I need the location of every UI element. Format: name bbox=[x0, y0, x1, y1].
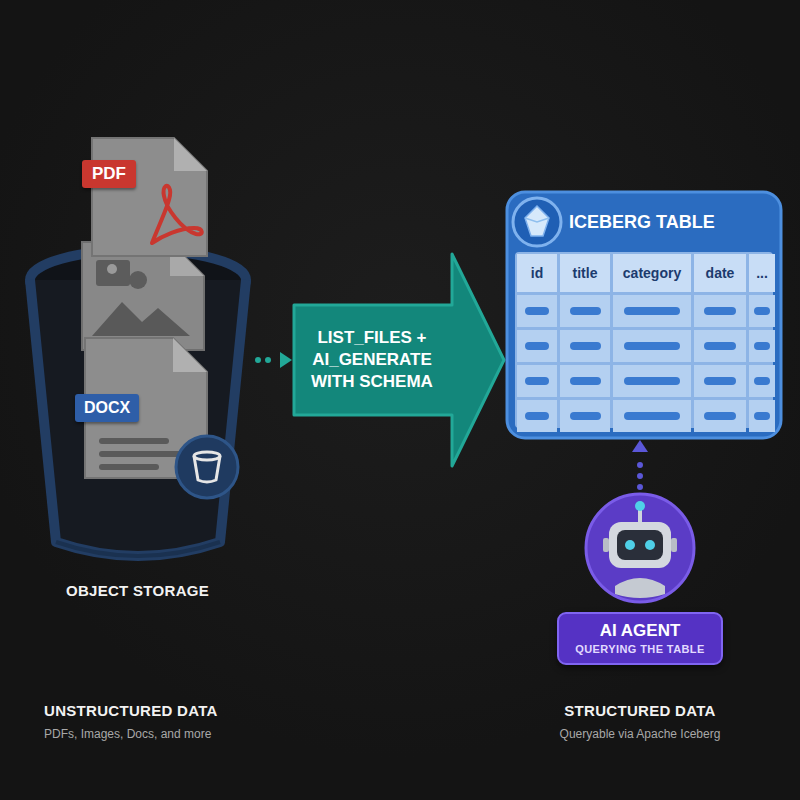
table-cell bbox=[517, 295, 557, 327]
table-header-cell: category bbox=[613, 254, 691, 292]
table-card: ICEBERG TABLE id title category date... bbox=[505, 190, 783, 440]
placeholder-bar bbox=[624, 342, 680, 350]
placeholder-bar bbox=[570, 342, 601, 350]
file-icon: PDF bbox=[82, 138, 207, 256]
table-cell bbox=[694, 330, 746, 362]
node-text: LIST_FILES + AI_GENERATE WITH SCHEMA bbox=[296, 305, 448, 415]
table-header-text: category bbox=[623, 265, 681, 281]
table-cell bbox=[613, 365, 691, 397]
section-heading: UNSTRUCTURED DATA bbox=[44, 702, 218, 719]
table-cell bbox=[517, 330, 557, 362]
agent-card: AI AGENT QUERYING THE TABLE bbox=[555, 490, 725, 667]
table-header-cell: date bbox=[694, 254, 746, 292]
table-cell bbox=[613, 330, 691, 362]
placeholder-bar bbox=[754, 377, 770, 385]
placeholder-bar bbox=[525, 307, 550, 315]
placeholder-bar bbox=[624, 377, 680, 385]
table-header-cell: id bbox=[517, 254, 557, 292]
placeholder-bar bbox=[754, 307, 770, 315]
table-cell bbox=[749, 295, 775, 327]
placeholder-bar bbox=[525, 377, 550, 385]
table-cell bbox=[694, 365, 746, 397]
table-cell bbox=[560, 330, 610, 362]
placeholder-bar bbox=[704, 377, 736, 385]
node-text: PDF bbox=[82, 160, 136, 188]
node-text: OBJECT STORAGE bbox=[20, 582, 255, 599]
section-caption: PDFs, Images, Docs, and more bbox=[44, 727, 211, 741]
table-cell bbox=[560, 365, 610, 397]
pdf-file-icon bbox=[82, 138, 207, 256]
placeholder-bar bbox=[624, 412, 680, 420]
table-cell bbox=[517, 400, 557, 432]
node-text: AI AGENT bbox=[575, 621, 704, 641]
section-caption: Queryable via Apache Iceberg bbox=[520, 727, 760, 741]
placeholder-bar bbox=[570, 412, 601, 420]
placeholder-bar bbox=[525, 342, 550, 350]
table-header-text: id bbox=[531, 265, 543, 281]
table-cell bbox=[613, 400, 691, 432]
placeholder-bar bbox=[570, 307, 601, 315]
table-cell bbox=[613, 295, 691, 327]
table-header-cell: title bbox=[560, 254, 610, 292]
table-cell bbox=[749, 365, 775, 397]
table-header-text: date bbox=[706, 265, 735, 281]
node-text: DOCX bbox=[75, 394, 139, 422]
dotted-connector bbox=[258, 352, 292, 368]
placeholder-bar bbox=[704, 307, 736, 315]
node-text: ICEBERG TABLE bbox=[569, 212, 715, 233]
data-table: id title category date... bbox=[515, 252, 773, 428]
table-cell bbox=[749, 400, 775, 432]
placeholder-bar bbox=[754, 412, 770, 420]
storage-bucket: OBJECT STORAGE PDF DOCX bbox=[20, 130, 255, 600]
section-heading: STRUCTURED DATA bbox=[520, 702, 760, 719]
table-header-text: title bbox=[573, 265, 598, 281]
robot-icon bbox=[575, 490, 705, 608]
placeholder-bar bbox=[624, 307, 680, 315]
storage-badge bbox=[172, 432, 242, 502]
agent-label-box: AI AGENT QUERYING THE TABLE bbox=[557, 612, 722, 665]
table-cell bbox=[560, 400, 610, 432]
placeholder-bar bbox=[704, 412, 736, 420]
placeholder-bar bbox=[704, 342, 736, 350]
placeholder-bar bbox=[525, 412, 550, 420]
node-text: QUERYING THE TABLE bbox=[575, 643, 704, 655]
table-header-text: ... bbox=[756, 265, 768, 281]
process-arrow: LIST_FILES + AI_GENERATE WITH SCHEMA bbox=[292, 250, 507, 470]
table-cell bbox=[749, 330, 775, 362]
placeholder-bar bbox=[754, 342, 770, 350]
placeholder-bar bbox=[570, 377, 601, 385]
table-cell bbox=[517, 365, 557, 397]
dotted-connector bbox=[632, 440, 648, 487]
table-cell bbox=[560, 295, 610, 327]
table-cell bbox=[694, 400, 746, 432]
table-header-cell: ... bbox=[749, 254, 775, 292]
table-cell bbox=[694, 295, 746, 327]
